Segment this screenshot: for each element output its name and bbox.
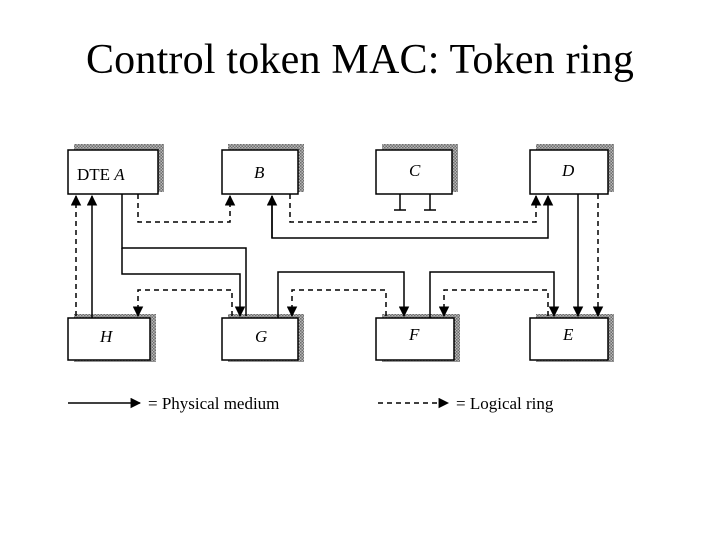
station-label-c: C bbox=[409, 161, 421, 180]
legend-physical-label: = Physical medium bbox=[148, 394, 279, 413]
physical-medium-links bbox=[86, 194, 584, 318]
station-label-e: E bbox=[562, 325, 574, 344]
station-label-g: G bbox=[255, 327, 267, 346]
physical-link-g-f bbox=[277, 271, 410, 318]
station-label-d: D bbox=[561, 161, 575, 180]
logical-link-g-h bbox=[132, 289, 233, 318]
station-box-g bbox=[221, 317, 299, 361]
physical-link-a-g-segment bbox=[121, 194, 247, 316]
legend-logical-label: = Logical ring bbox=[456, 394, 554, 413]
station-label-a: DTE A bbox=[77, 165, 125, 184]
station-box-e bbox=[529, 317, 609, 361]
station-label-h: H bbox=[99, 327, 114, 346]
station-box-h bbox=[67, 317, 151, 361]
station-labels: DTE A B C D H G F E bbox=[77, 161, 575, 346]
logical-link-b-d bbox=[289, 194, 542, 223]
station-box-d bbox=[529, 149, 609, 195]
physical-link-h-g bbox=[121, 248, 246, 318]
logical-link-e-f bbox=[438, 289, 549, 318]
legend: = Physical medium = Logical ring bbox=[68, 394, 554, 413]
station-box-a bbox=[67, 149, 159, 195]
slide-title: Control token MAC: Token ring bbox=[85, 37, 635, 83]
station-boxes bbox=[67, 144, 614, 362]
physical-link-f-e bbox=[429, 271, 560, 318]
station-box-b bbox=[221, 149, 299, 195]
logical-ring-links bbox=[70, 194, 604, 318]
station-label-f: F bbox=[408, 325, 420, 344]
station-label-b: B bbox=[254, 163, 265, 182]
logical-link-a-b bbox=[137, 194, 236, 223]
station-box-c bbox=[375, 149, 453, 195]
station-box-f bbox=[375, 317, 455, 361]
logical-link-f-g bbox=[286, 289, 387, 318]
physical-link-b-d bbox=[271, 194, 554, 239]
